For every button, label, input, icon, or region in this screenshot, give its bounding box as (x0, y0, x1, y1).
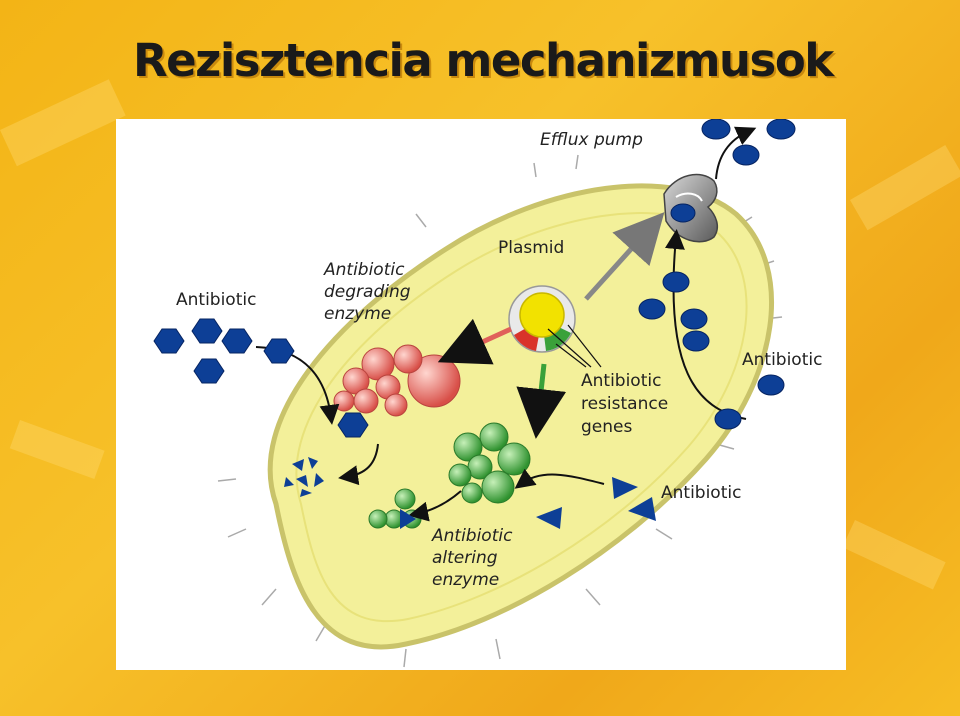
antibiotic-circles (638, 119, 796, 430)
degrading-enzyme-cluster (333, 344, 461, 417)
bacteria-resistance-diagram: Efflux pump Plasmid Antibiotic degrading… (153, 119, 822, 668)
background-streak (0, 79, 126, 167)
plasmid (508, 285, 576, 353)
background-streak (850, 145, 960, 231)
antibiotic-triangles (400, 477, 656, 529)
bacterial-cell-membrane (295, 212, 748, 622)
slide-title: Rezisztencia mechanizmusok (133, 34, 834, 87)
label-resistance-genes-line3: genes (581, 417, 632, 437)
background-streak (9, 420, 105, 479)
arrow-degradation (338, 443, 379, 486)
arrow-alteration (408, 490, 462, 522)
label-degrading-enzyme-line2: degrading (324, 282, 411, 302)
label-antibiotic-right-bottom: Antibiotic (661, 483, 741, 503)
label-plasmid: Plasmid (498, 238, 564, 258)
label-degrading-enzyme-line3: enzyme (324, 304, 391, 324)
resistance-gene-pointer (547, 328, 592, 368)
label-altering-enzyme-line3: enzyme (432, 570, 499, 590)
background-streak (842, 520, 946, 590)
arrow-plasmid-to-pump (584, 212, 665, 301)
label-altering-enzyme-line2: altering (432, 548, 498, 568)
resistance-gene-pointer (555, 343, 587, 368)
arrow-plasmid-to-altering-enzyme (516, 363, 567, 439)
label-efflux-pump: Efflux pump (540, 130, 643, 150)
arrow-antibiotic-entry-right (514, 468, 605, 489)
arrow-efflux-exit (715, 126, 757, 180)
figure-panel: Efflux pump Plasmid Antibiotic degrading… (116, 119, 846, 670)
label-resistance-genes-line1: Antibiotic (581, 371, 661, 391)
resistance-gene-pointer (567, 324, 602, 368)
antibiotic-hexagons (153, 318, 369, 438)
label-altering-enzyme-line1: Antibiotic (431, 526, 513, 546)
altering-enzyme-cluster (368, 422, 531, 529)
label-resistance-genes-line2: resistance (581, 394, 668, 414)
label-degrading-enzyme-line1: Antibiotic (323, 260, 405, 280)
label-antibiotic-left: Antibiotic (176, 290, 256, 310)
label-antibiotic-right-top: Antibiotic (742, 350, 822, 370)
arrow-plasmid-to-degrading-enzyme (437, 318, 513, 365)
antibiotic-fragments (284, 457, 324, 497)
